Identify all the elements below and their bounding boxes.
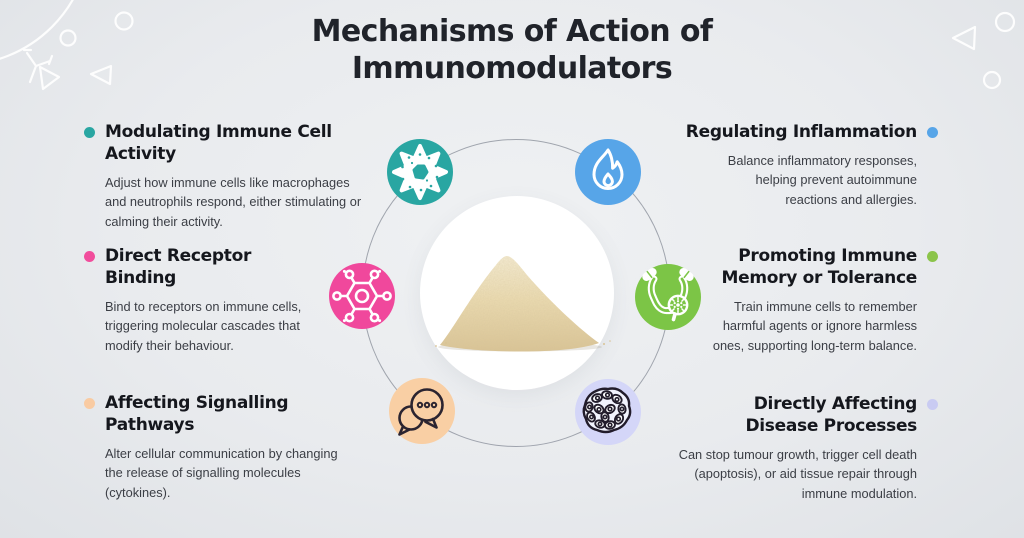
bullet-dot <box>84 398 95 409</box>
icon-circle-macrophage <box>387 139 453 205</box>
macrophage-cell-icon <box>392 144 448 200</box>
chat-bubbles-icon <box>398 388 444 436</box>
bullet-dot <box>927 399 938 410</box>
mechanism-heading: Promoting Immune Memory or Tolerance <box>721 246 918 288</box>
cell-cluster-icon <box>582 387 632 434</box>
mechanism-heading: Regulating Inflammation <box>685 122 918 142</box>
icon-circle-receptor <box>329 263 395 329</box>
mechanism-heading: Direct Receptor Binding <box>105 246 252 288</box>
receptor-molecule-icon <box>332 269 392 323</box>
bullet-dot <box>84 251 95 262</box>
powder-pile-image <box>435 256 611 352</box>
mechanism-description: Alter cellular communication by changing… <box>105 446 338 500</box>
mechanism-block-regulating-inflammation: Regulating Inflammation Balance inflamma… <box>642 121 938 209</box>
icon-circle-signalling <box>389 378 455 444</box>
mechanism-heading: Modulating Immune Cell Activity <box>105 122 332 164</box>
icon-circle-inflammation <box>575 139 641 205</box>
antibody-virus-icon <box>642 267 694 322</box>
mechanism-description: Can stop tumour growth, trigger cell dea… <box>678 447 917 501</box>
mechanism-description: Train immune cells to remember harmful a… <box>712 299 917 353</box>
bullet-dot <box>927 127 938 138</box>
icon-circle-immune-memory <box>635 264 701 330</box>
mechanism-heading: Affecting Signalling Pathways <box>105 393 289 435</box>
mechanism-block-affecting-signalling-pathways: Affecting Signalling Pathways Alter cell… <box>84 392 400 502</box>
mechanism-block-direct-receptor-binding: Direct Receptor Binding Bind to receptor… <box>84 245 345 355</box>
page-title: Mechanisms of Action of Immunomodulators <box>311 14 713 86</box>
flame-icon <box>592 148 624 190</box>
icon-circle-disease <box>575 379 641 445</box>
mechanism-heading: Directly Affecting Disease Processes <box>745 394 917 436</box>
bullet-dot <box>927 251 938 262</box>
mechanism-block-directly-affecting-disease: Directly Affecting Disease Processes Can… <box>617 393 938 503</box>
mechanism-description: Balance inflammatory responses, helping … <box>727 153 917 207</box>
mechanism-block-modulating-immune-cell-activity: Modulating Immune Cell Activity Adjust h… <box>84 121 400 231</box>
mechanism-description: Adjust how immune cells like macrophages… <box>105 175 362 229</box>
bullet-dot <box>84 127 95 138</box>
mechanism-description: Bind to receptors on immune cells, trigg… <box>105 299 302 353</box>
mechanism-block-promoting-immune-memory: Promoting Immune Memory or Tolerance Tra… <box>642 245 938 355</box>
